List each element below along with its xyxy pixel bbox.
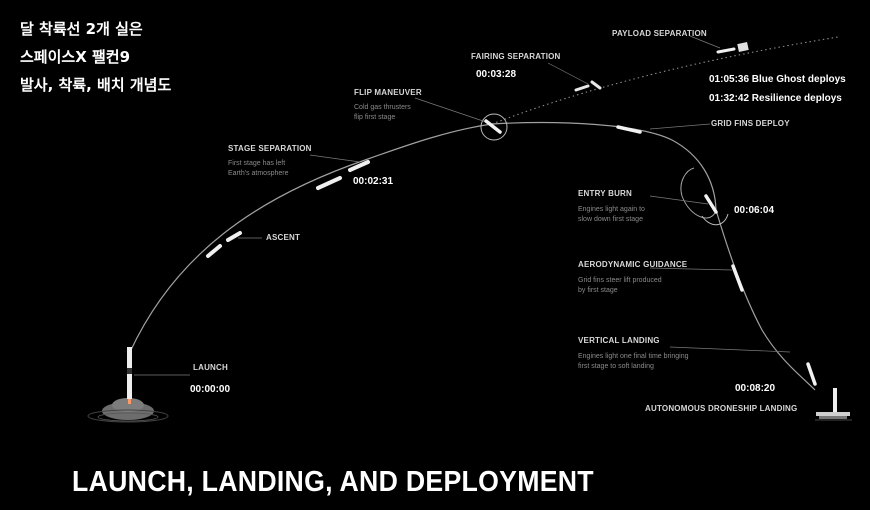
flip-booster-icon — [484, 119, 502, 134]
entry-burn-desc-1: Engines light again to — [578, 206, 645, 213]
main-title: LAUNCH, LANDING, AND DEPLOYMENT — [72, 466, 594, 498]
blue-ghost-deploy-time: 01:05:36 Blue Ghost deploys — [709, 74, 846, 85]
resilience-deploy-time: 01:32:42 Resilience deploys — [709, 93, 842, 104]
fairing-icon — [574, 80, 602, 92]
fairing-separation-label: FAIRING SEPARATION — [471, 52, 561, 61]
stage-separation-desc-1: First stage has left — [228, 160, 286, 167]
ascent-trajectory — [129, 123, 493, 353]
ascent-rocket-icons — [206, 160, 370, 258]
leader-lines — [134, 35, 791, 376]
vertical-landing-desc-2: first stage to soft landing — [578, 363, 654, 370]
vertical-landing-time: 00:08:20 — [735, 383, 776, 394]
entry-burn-time: 00:06:04 — [734, 205, 775, 216]
landing-booster-icon — [806, 362, 817, 386]
rocket-on-pad-icon — [127, 347, 132, 404]
stage-separation-desc-2: Earth's atmosphere — [228, 170, 289, 177]
aerodynamic-guidance-desc-1: Grid fins steer lift produced — [578, 277, 662, 284]
flip-maneuver-circle — [480, 113, 508, 141]
ascent-label: ASCENT — [266, 233, 301, 242]
entry-burn-desc-2: slow down first stage — [578, 216, 643, 223]
fairing-separation-time: 00:03:28 — [476, 69, 517, 80]
vertical-landing-label: VERTICAL LANDING — [578, 336, 660, 345]
payload-icon — [716, 42, 749, 54]
flip-maneuver-desc-2: flip first stage — [354, 114, 396, 121]
stage-separation-time: 00:02:31 — [353, 176, 394, 187]
flip-maneuver-desc-1: Cold gas thrusters — [354, 104, 411, 111]
entry-burn-booster-icon — [704, 194, 718, 214]
stage-separation-label: STAGE SEPARATION — [228, 144, 312, 153]
entry-burn-label: ENTRY BURN — [578, 189, 633, 198]
entry-burn-loop — [680, 167, 717, 219]
aerodynamic-guidance-desc-2: by first stage — [578, 287, 618, 294]
boostback-trajectory — [491, 121, 717, 211]
launch-time: 00:00:00 — [190, 384, 231, 395]
vertical-landing-desc-1: Engines light one final time bringing — [578, 353, 689, 360]
launch-label: LAUNCH — [193, 363, 228, 372]
korean-title-line-3: 발사, 착륙, 배치 개념도 — [20, 76, 172, 94]
payload-separation-label: PAYLOAD SEPARATION — [612, 29, 707, 38]
grid-fins-booster-icon — [616, 125, 642, 134]
droneship-landing-label: AUTONOMOUS DRONESHIP LANDING — [645, 404, 798, 413]
korean-title-line-1: 달 착륙선 2개 실은 — [20, 20, 143, 38]
korean-title-line-2: 스페이스X 팰컨9 — [20, 48, 131, 66]
grid-fins-deploy-label: GRID FINS DEPLOY — [711, 119, 790, 128]
descent-trajectory — [715, 209, 816, 391]
aerodynamic-guidance-label: AERODYNAMIC GUIDANCE — [578, 260, 688, 269]
aero-guidance-booster-icon — [731, 264, 744, 292]
flip-maneuver-label: FLIP MANEUVER — [354, 88, 422, 97]
droneship-icon — [815, 388, 852, 421]
